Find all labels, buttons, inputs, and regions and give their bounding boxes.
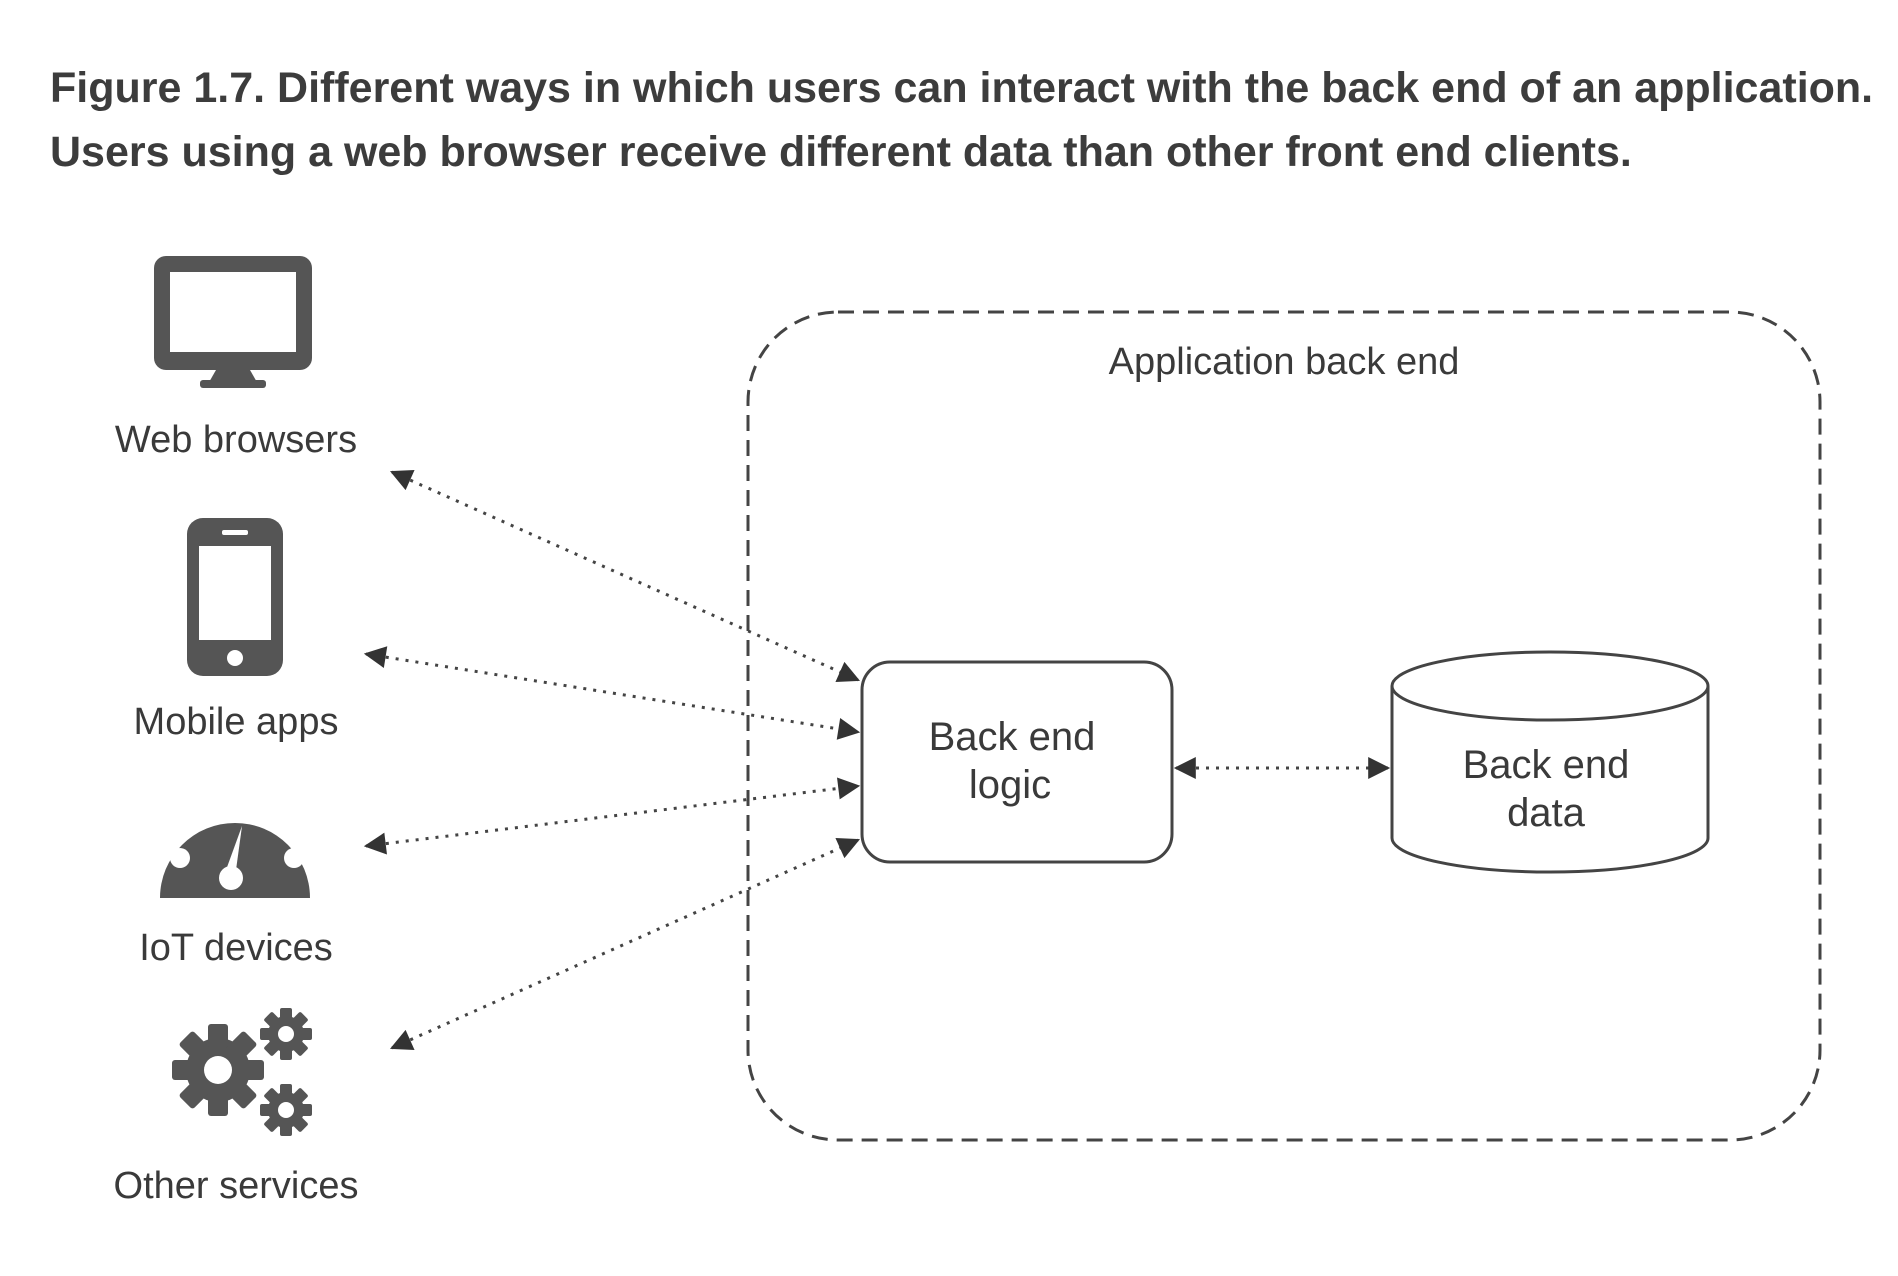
backend-logic-label-line2: logic (969, 763, 1051, 807)
mobile-apps-arrow (363, 646, 861, 740)
figure-caption: Figure 1.7. Different ways in which user… (50, 56, 1874, 184)
web-browsers-arrow (389, 470, 861, 682)
gauge-icon (160, 796, 310, 898)
backend-data-label-line2: data (1507, 791, 1586, 835)
caption-line-2: Users using a web browser receive differ… (50, 128, 1632, 176)
iot-devices-arrow (363, 777, 861, 855)
backend-logic-box (860, 660, 1174, 864)
client-label-web-browsers: Web browsers (115, 419, 357, 461)
database-cylinder (1390, 650, 1710, 874)
other-services-arrow (389, 838, 861, 1050)
backend-logic-label-line1: Back end (929, 715, 1096, 759)
caption-line-1: Figure 1.7. Different ways in which user… (50, 64, 1874, 112)
client-label-iot-devices: IoT devices (139, 927, 333, 969)
smartphone-icon (187, 518, 283, 676)
client-label-other-services: Other services (114, 1165, 359, 1207)
backend-data-label-line1: Back end (1463, 743, 1630, 787)
gears-icon (172, 1008, 312, 1136)
monitor-icon (154, 256, 312, 388)
backend-container-label: Application back end (1109, 341, 1460, 383)
client-label-mobile-apps: Mobile apps (134, 701, 339, 743)
